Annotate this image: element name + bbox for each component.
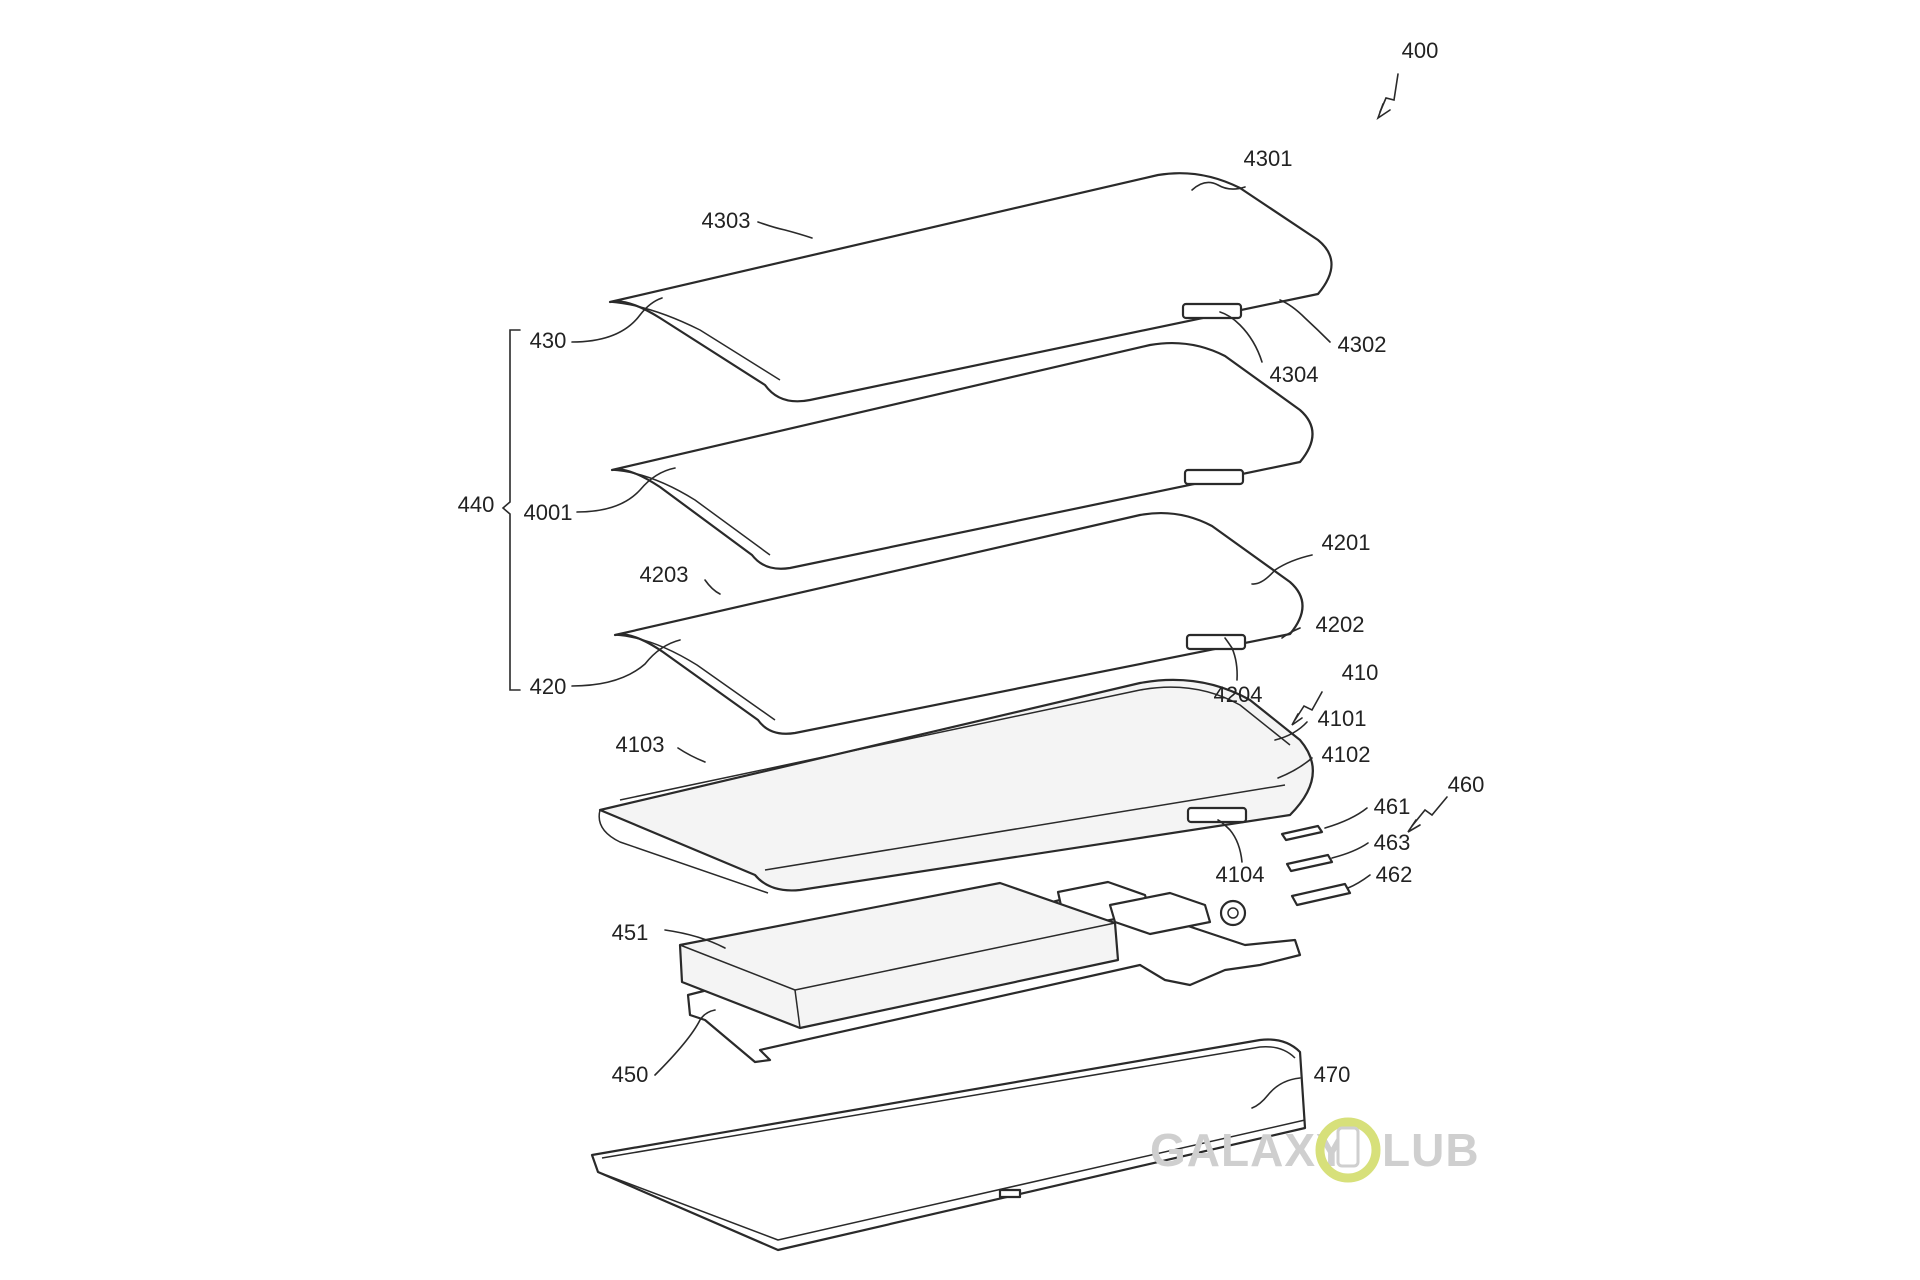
rear-cover-port xyxy=(998,1188,1022,1199)
ref-400: 400 xyxy=(1402,38,1439,63)
ref-430: 430 xyxy=(530,328,567,353)
phone-icon xyxy=(1336,1126,1360,1168)
key-462 xyxy=(1290,882,1352,907)
ref-470: 470 xyxy=(1314,1062,1351,1087)
ref-4303: 4303 xyxy=(702,208,751,233)
ref-4204: 4204 xyxy=(1214,682,1263,707)
ref-4304: 4304 xyxy=(1270,362,1319,387)
ref-460: 460 xyxy=(1448,772,1485,797)
rear-cover-470 xyxy=(590,1038,1307,1252)
ref-461: 461 xyxy=(1374,794,1411,819)
ref-4201: 4201 xyxy=(1322,530,1371,555)
watermark-text-right: LUB xyxy=(1382,1124,1480,1176)
ref-450: 450 xyxy=(612,1062,649,1087)
watermark-c-logo xyxy=(1315,1117,1381,1183)
camera-window-4304 xyxy=(1181,302,1243,320)
ref-4301: 4301 xyxy=(1244,146,1293,171)
ref-4001: 4001 xyxy=(524,500,573,525)
camera-lens xyxy=(1219,899,1247,927)
key-463 xyxy=(1285,853,1334,873)
ref-440: 440 xyxy=(458,492,495,517)
reference-numerals: 400 4301 4303 430 4302 4304 440 4001 420… xyxy=(458,38,1485,1087)
ref-4202: 4202 xyxy=(1316,612,1365,637)
ref-4302: 4302 xyxy=(1338,332,1387,357)
bracket-440 xyxy=(501,329,521,691)
camera-window-4001 xyxy=(1183,468,1245,486)
side-keys-460 xyxy=(1280,824,1352,907)
camera-window-4104 xyxy=(1186,806,1248,824)
ref-4203: 4203 xyxy=(640,562,689,587)
ref-4104: 4104 xyxy=(1216,862,1265,887)
ref-462: 462 xyxy=(1376,862,1413,887)
ref-420: 420 xyxy=(530,674,567,699)
ref-4102: 4102 xyxy=(1322,742,1371,767)
ref-451: 451 xyxy=(612,920,649,945)
camera-window-4204 xyxy=(1185,633,1247,651)
leader-lines xyxy=(571,73,1448,1109)
ref-410: 410 xyxy=(1342,660,1379,685)
ref-463: 463 xyxy=(1374,830,1411,855)
key-461 xyxy=(1280,824,1324,842)
battery-451 xyxy=(678,881,1120,1030)
watermark-text-left: GALAXY xyxy=(1150,1124,1348,1176)
ref-4101: 4101 xyxy=(1318,706,1367,731)
bracket-410 xyxy=(598,678,1314,894)
watermark-galaxy-club: GALAXY LUB xyxy=(1150,1117,1480,1183)
ref-4103: 4103 xyxy=(616,732,665,757)
